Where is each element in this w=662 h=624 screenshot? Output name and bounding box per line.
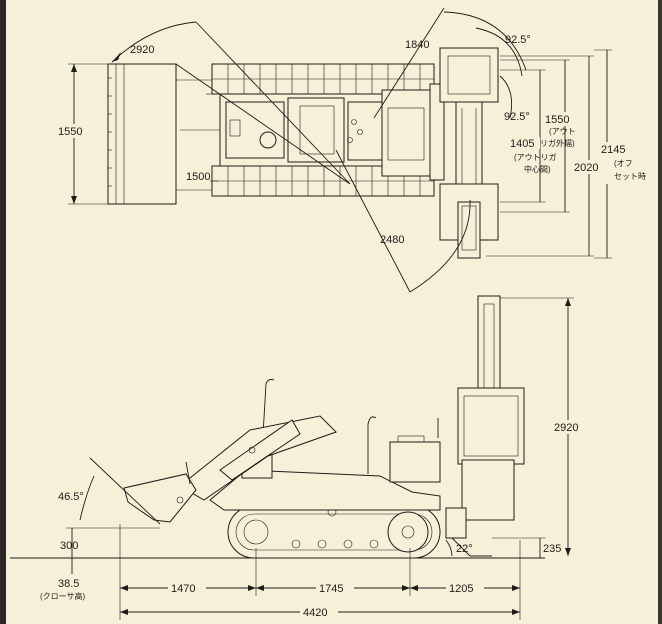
dim-2480: 2480	[335, 149, 471, 293]
label-2920-top: 2920	[130, 44, 154, 56]
label-1500: 1500	[186, 171, 210, 183]
label-235: 235	[543, 543, 561, 555]
dim-235: 235	[492, 537, 561, 558]
top-bucket	[107, 63, 212, 205]
dim-right-stack: 1550 (アウト 1405 リガ外幅) (アウトリガ 中心間) 2020 21…	[486, 49, 658, 259]
label-300: 300	[60, 540, 78, 552]
label-1405-note-c: 中心間)	[524, 164, 551, 174]
label-1550-right: 1550	[545, 114, 569, 126]
sheet-right-edge	[658, 0, 662, 624]
label-1550-left: 1550	[58, 126, 82, 138]
label-2145-note-a: (オフ	[614, 159, 633, 168]
top-backhoe	[429, 47, 499, 259]
dim-2920-top: 2920	[111, 21, 351, 185]
label-385-note: (クローサ高)	[40, 591, 86, 601]
label-2145-note-b: セット時	[614, 172, 646, 181]
label-4420: 4420	[303, 607, 327, 619]
label-2480: 2480	[380, 234, 404, 246]
label-925-mid: 92.5°	[504, 111, 530, 123]
dim-1840: 1840	[373, 7, 527, 119]
label-2145: 2145	[601, 144, 625, 156]
label-925-top: 92.5°	[505, 34, 531, 46]
label-2020: 2020	[574, 162, 598, 174]
label-2920-side: 2920	[554, 422, 578, 434]
dim-angles-925: 92.5° 92.5°	[475, 27, 531, 123]
dim-1550-left: 1550	[56, 63, 108, 205]
label-1470: 1470	[171, 583, 195, 595]
top-track-upper	[211, 63, 435, 95]
label-1205: 1205	[449, 583, 473, 595]
top-body	[180, 89, 431, 177]
dim-22: 22°	[445, 539, 473, 557]
dim-bottom: 1470 1745 1205 4420	[119, 524, 521, 620]
label-1405-note-a: リガ外幅)	[540, 138, 575, 148]
label-1550-right-note: (アウト	[549, 127, 576, 136]
label-1405: 1405	[510, 138, 534, 150]
dim-2920-side: 2920	[500, 297, 584, 556]
label-385: 38.5	[58, 578, 79, 590]
dim-300: 300	[60, 527, 160, 558]
side-view: 2920 46.5° 300 38.5 (クローサ高)	[10, 295, 584, 620]
dim-1500: 1500	[186, 93, 218, 196]
side-loader	[123, 415, 337, 523]
label-22: 22°	[456, 543, 473, 555]
side-track	[227, 505, 441, 559]
dim-385: 38.5 (クローサ高)	[40, 558, 86, 601]
label-465: 46.5°	[58, 491, 84, 503]
top-view: 2920 1840 92.5° 92.5° 2480	[56, 7, 658, 293]
side-backhoe	[445, 295, 525, 557]
dim-465: 46.5°	[58, 457, 161, 525]
label-1840: 1840	[405, 39, 429, 51]
label-1405-note-b: (アウトリガ	[514, 152, 557, 162]
label-1745: 1745	[319, 583, 343, 595]
sheet-left-edge	[0, 0, 6, 624]
